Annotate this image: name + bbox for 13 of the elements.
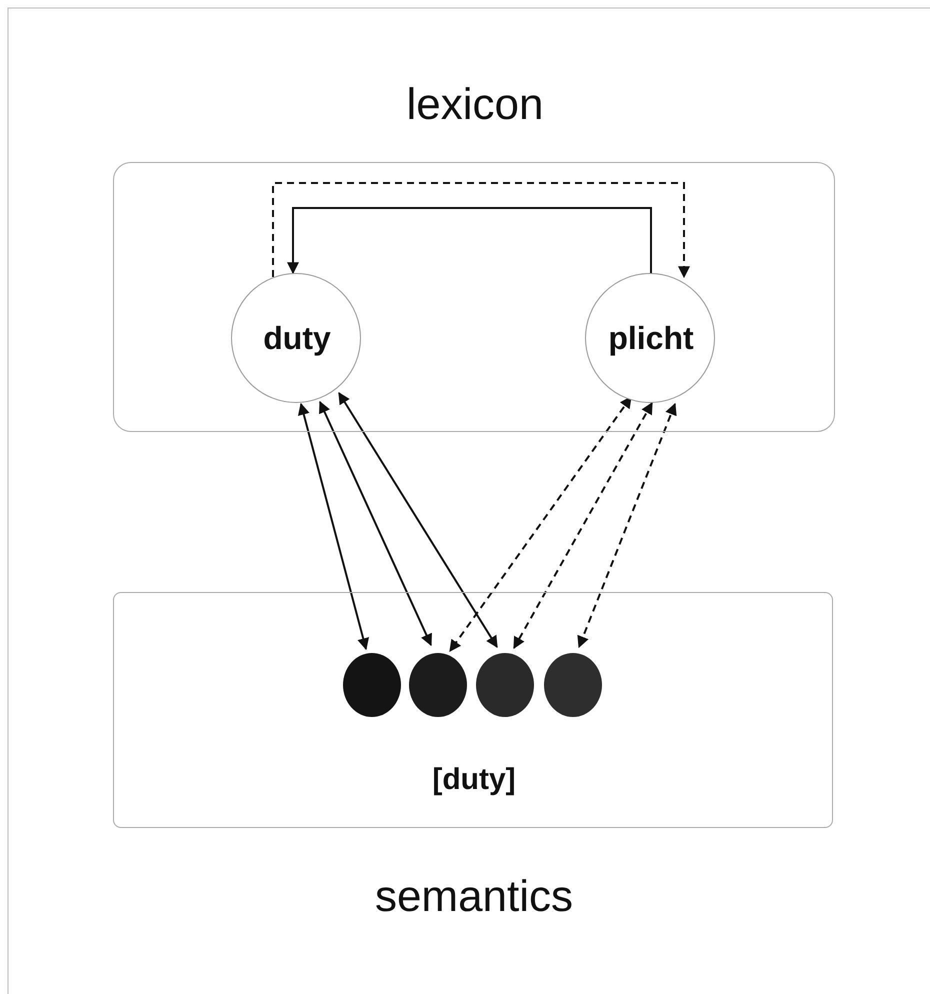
word-label: duty xyxy=(262,321,332,356)
arrow xyxy=(338,392,498,648)
word-label: plicht xyxy=(607,321,695,356)
arrow xyxy=(298,402,370,650)
arrow xyxy=(272,182,690,278)
arrow xyxy=(449,396,632,652)
heading: lexicon xyxy=(406,81,544,130)
arrow xyxy=(513,402,653,650)
arrow xyxy=(319,400,432,646)
arrow xyxy=(577,402,677,648)
feature-label: [duty] xyxy=(431,763,517,796)
arrow xyxy=(287,207,652,276)
heading: semantics xyxy=(374,873,574,922)
